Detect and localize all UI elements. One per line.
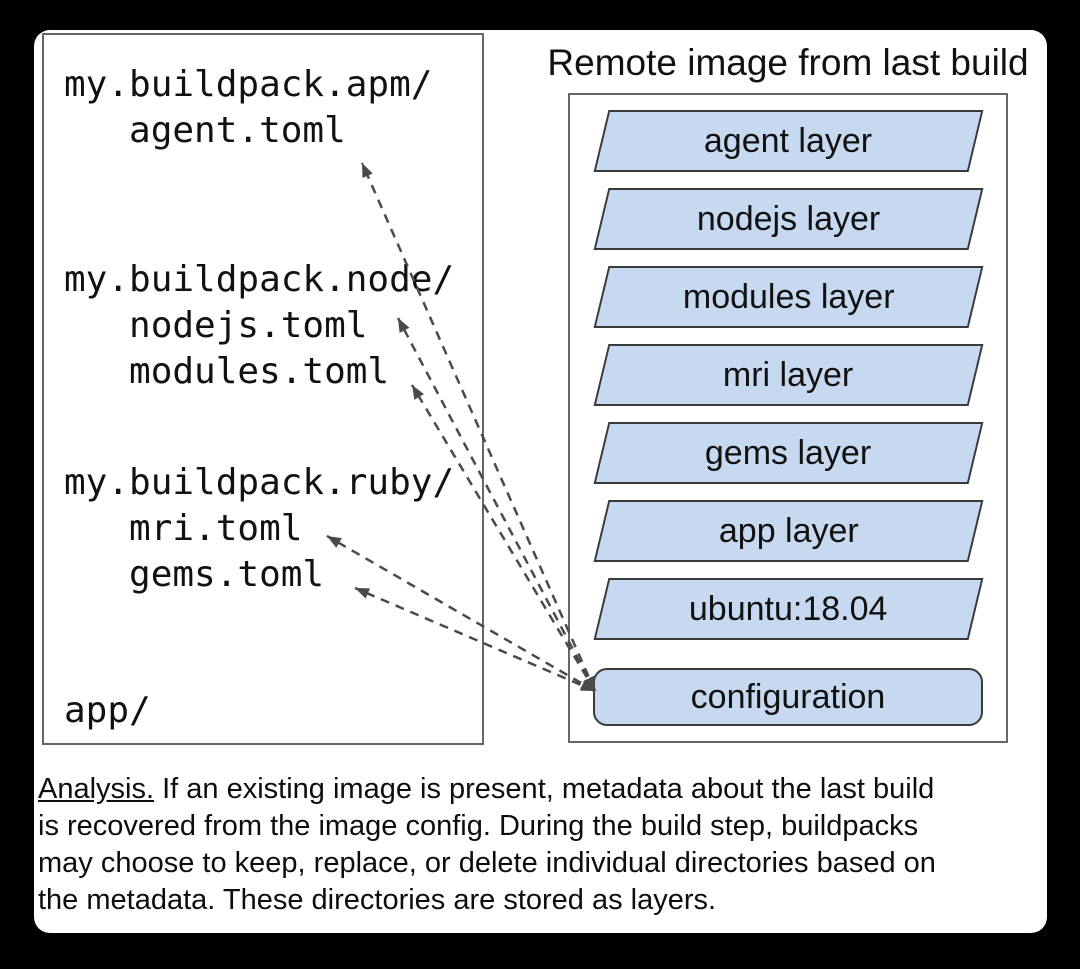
analysis-label: Analysis. <box>38 773 155 805</box>
remote-image-panel: agent layer nodejs layer modules layer mri … <box>568 93 1008 743</box>
analysis-line: the metadata. These directories are stor… <box>38 884 717 916</box>
directory-line: agent.toml <box>64 110 346 151</box>
directory-line: modules.toml <box>64 351 390 392</box>
layer-ubuntu-18.04: ubuntu:18.04 <box>593 578 983 640</box>
layer-label: agent layer <box>703 121 873 160</box>
layer-label: ubuntu:18.04 <box>688 589 888 628</box>
layer-label: mri layer <box>722 355 854 394</box>
layer-gems: gems layer <box>593 422 983 484</box>
layer-label: app layer <box>718 511 858 550</box>
layer-label: modules layer <box>682 277 894 316</box>
directory-group: my.buildpack.node/ nodejs.toml modules.t… <box>64 257 454 395</box>
directory-line: my.buildpack.ruby/ <box>64 462 455 503</box>
configuration-box: configuration <box>593 668 983 726</box>
layer-label: nodejs layer <box>696 199 880 238</box>
layer-app: app layer <box>593 500 983 562</box>
directory-group: app/ <box>64 688 151 734</box>
directory-line: mri.toml <box>64 508 303 549</box>
layer-mri: mri layer <box>593 344 983 406</box>
layer-label: gems layer <box>704 433 872 472</box>
layer-stack: agent layer nodejs layer modules layer mri … <box>570 95 1006 741</box>
directory-line: my.buildpack.node/ <box>64 259 455 300</box>
analysis-text: Analysis. If an existing image is presen… <box>38 771 1038 919</box>
directory-line: my.buildpack.apm/ <box>64 64 433 105</box>
layer-modules: modules layer <box>593 266 983 328</box>
layer-agent: agent layer <box>593 110 983 172</box>
layer-label: configuration <box>690 677 886 716</box>
directory-line: gems.toml <box>64 554 325 595</box>
layer-nodejs: nodejs layer <box>593 188 983 250</box>
directory-line: app/ <box>64 690 151 731</box>
analysis-line: Analysis. If an existing image is presen… <box>38 773 935 805</box>
analysis-line: may choose to keep, replace, or delete i… <box>38 847 936 879</box>
directory-line: nodejs.toml <box>64 305 368 346</box>
directory-group: my.buildpack.apm/ agent.toml <box>64 62 432 154</box>
analysis-line: is recovered from the image config. Duri… <box>38 810 919 842</box>
directory-group: my.buildpack.ruby/ mri.toml gems.toml <box>64 460 454 598</box>
remote-image-title: Remote image from last build <box>547 42 1029 83</box>
